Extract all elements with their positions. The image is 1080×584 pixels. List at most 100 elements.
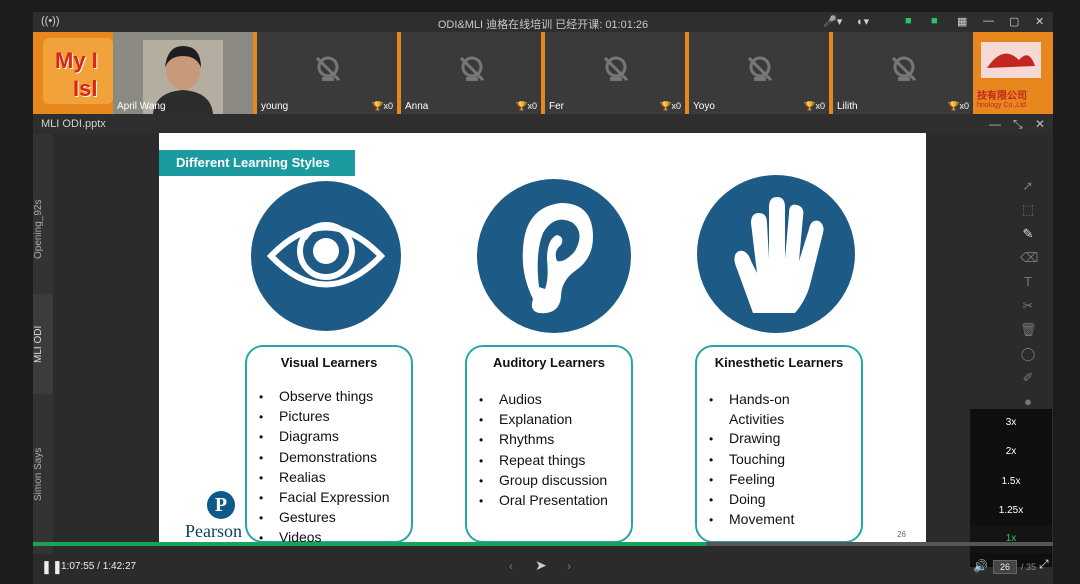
kinesthetic-learners-list: Hands-on Activities Drawing Touching Fee… (709, 390, 794, 530)
previous-slide-icon[interactable]: ‹ (509, 559, 513, 573)
card-heading: Visual Learners (280, 355, 378, 370)
title-bar: ((•)) ODI&MLI 迪格在线培训 已经开课: 01:01:26 🎤▾ ◐… (33, 12, 1053, 32)
speed-option-3x[interactable]: 3x (1005, 417, 1017, 428)
participant-name: Fer (549, 101, 564, 112)
visual-learners-card: Visual Learners Observe things Pictures … (245, 345, 413, 545)
screen-share-icon[interactable]: ■ (931, 15, 938, 27)
list-item: Drawing (709, 429, 794, 449)
video-tile-fer[interactable]: Fer 🏆x0 (545, 32, 685, 114)
close-icon[interactable]: ✕ (1035, 16, 1045, 28)
side-tab-mli-odi[interactable]: MLI ODI (33, 294, 53, 394)
participant-name: Yoyo (693, 101, 715, 112)
ear-icon-circle (477, 179, 631, 333)
player-controls: ❚❚ 1:07:55 / 1:42:27 ‹ ➤ › 🔊 26 / 35 ⤢ (33, 552, 1053, 584)
minimize-doc-icon[interactable]: — (989, 117, 1001, 131)
player-window: ((•)) ODI&MLI 迪格在线培训 已经开课: 01:01:26 🎤▾ ◐… (33, 12, 1053, 584)
right-banner-logo: 技有限公司 hnology Co.,Ltd (973, 38, 1049, 109)
page-input[interactable]: 26 (993, 560, 1017, 574)
video-tile-april-wang[interactable]: April Wang (113, 32, 253, 114)
card-heading: Auditory Learners (493, 355, 605, 370)
next-slide-icon[interactable]: › (567, 559, 571, 573)
slide-page-number: 26 (897, 530, 906, 539)
slide-title: Different Learning Styles (159, 150, 355, 176)
minimize-icon[interactable]: — (983, 15, 994, 27)
fullscreen-icon[interactable]: ⤢ (1039, 557, 1049, 571)
progress-bar[interactable] (33, 542, 1053, 546)
cut-icon[interactable]: ✂ (1022, 298, 1034, 313)
camera-status-icon[interactable]: ■ (905, 15, 912, 27)
list-item: Videos (259, 528, 390, 545)
trophy-count: 🏆x0 (372, 101, 393, 111)
close-doc-icon[interactable]: ✕ (1035, 117, 1046, 131)
list-item: Rhythms (479, 430, 608, 450)
time-display: 1:07:55 / 1:42:27 (61, 561, 137, 572)
eye-icon-circle (251, 181, 401, 331)
trophy-count: 🏆x0 (516, 101, 537, 111)
delete-icon[interactable]: 🗑 (1020, 322, 1037, 337)
pearson-logo: P Pearson (185, 491, 242, 542)
maximize-icon[interactable]: ▢ (1009, 16, 1020, 28)
trophy-count: 🏆x0 (948, 101, 969, 111)
list-item: Oral Presentation (479, 491, 608, 511)
list-item: Doing (709, 490, 794, 510)
trophy-count: 🏆x0 (660, 101, 681, 111)
list-item: Touching (709, 450, 794, 470)
camera-off-icon (747, 56, 773, 82)
auditory-learners-card: Auditory Learners Audios Explanation Rhy… (465, 345, 633, 543)
video-tile-young[interactable]: young 🏆x0 (257, 32, 397, 114)
side-tab-simon-says[interactable]: Simon Says (33, 447, 44, 501)
speed-option-1-5x[interactable]: 1.5x (1001, 476, 1021, 487)
pause-icon[interactable]: ❚❚ (41, 559, 63, 574)
visual-learners-list: Observe things Pictures Diagrams Demonst… (259, 387, 390, 545)
shape-icon[interactable]: ◯ (1020, 346, 1036, 361)
pearson-wordmark: Pearson (185, 521, 242, 541)
microphone-icon[interactable]: 🎤▾ (823, 16, 843, 28)
company-logo-icon (981, 42, 1041, 78)
broadcast-icon: ((•)) (41, 15, 60, 27)
side-tab-opening[interactable]: Opening_92s (33, 199, 44, 259)
pen-icon[interactable]: ✎ (1022, 226, 1034, 241)
playback-speed-menu: 3x 2x 1.5x 1.25x 1x (970, 409, 1052, 567)
cursor-icon[interactable]: ➤ (535, 557, 547, 573)
list-item: Movement (709, 510, 794, 530)
participant-name: young (261, 101, 289, 112)
speed-option-1-25x[interactable]: 1.25x (998, 505, 1024, 516)
list-item: Gestures (259, 508, 390, 528)
document-bar: MLI ODI.pptx — ⤡ ✕ (33, 114, 1053, 134)
volume-icon[interactable]: 🔊 (973, 559, 988, 573)
auditory-learners-list: Audios Explanation Rhythms Repeat things… (479, 390, 608, 511)
list-item: Audios (479, 390, 608, 410)
participant-video (143, 40, 223, 114)
headset-icon[interactable]: ◐▾ (857, 16, 870, 28)
video-tile-lilith[interactable]: Lilith 🏆x0 (833, 32, 973, 114)
document-name: MLI ODI.pptx (41, 118, 106, 130)
list-item: Hands-on (709, 390, 794, 410)
participant-name: April Wang (117, 101, 166, 112)
camera-off-icon (603, 56, 629, 82)
camera-off-icon (459, 56, 485, 82)
participant-name: Anna (405, 101, 429, 112)
grid-view-icon[interactable]: ▦ (957, 16, 968, 28)
pointer-icon[interactable]: ➚ (1022, 178, 1034, 193)
notification-icon[interactable]: ● (1024, 394, 1032, 409)
pearson-p-icon: P (207, 491, 235, 519)
page-total: / 35 (1021, 562, 1037, 572)
kinesthetic-learners-card: Kinesthetic Learners Hands-on Activities… (695, 345, 863, 543)
list-item: Observe things (259, 387, 390, 407)
annotation-toolbar: ➚ ⬚ ✎ ⌫ T ✂ 🗑 ◯ ✐ ● (1015, 170, 1041, 430)
window-title: ODI&MLI 迪格在线培训 已经开课: 01:01:26 (437, 19, 649, 31)
card-heading: Kinesthetic Learners (714, 355, 844, 370)
speed-option-2x[interactable]: 2x (1005, 446, 1017, 457)
eraser-icon[interactable]: ⌫ (1020, 250, 1039, 265)
video-strip: My I Isl April Wang young 🏆x0 Anna (33, 32, 1053, 114)
video-tile-yoyo[interactable]: Yoyo 🏆x0 (689, 32, 829, 114)
edit-icon[interactable]: ✐ (1022, 370, 1034, 385)
fullscreen-doc-icon[interactable]: ⤡ (1013, 117, 1023, 131)
left-banner-logo: My I Isl (43, 38, 113, 104)
text-icon[interactable]: T (1024, 274, 1032, 289)
speed-option-1x[interactable]: 1x (970, 525, 1052, 553)
list-item: Feeling (709, 470, 794, 490)
select-area-icon[interactable]: ⬚ (1021, 202, 1035, 217)
video-tile-anna[interactable]: Anna 🏆x0 (401, 32, 541, 114)
